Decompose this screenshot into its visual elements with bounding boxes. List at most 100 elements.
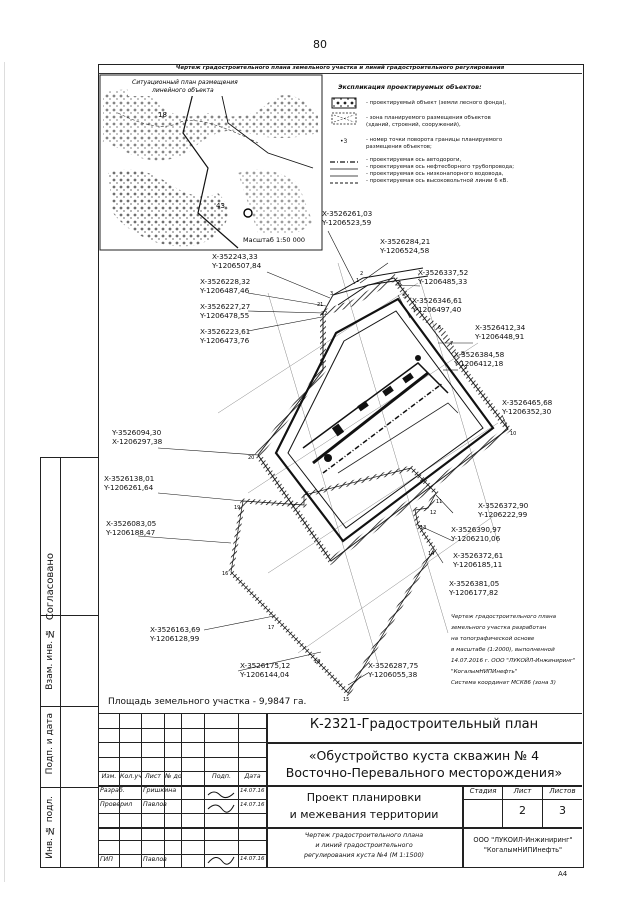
staff-role: Проверил <box>100 801 133 808</box>
legend-item-4: - проектируемая ось автодороги, <box>366 157 462 163</box>
legend-item-5: - проектируемая ось нефтесборного трубоп… <box>366 164 515 170</box>
sign-date-label: Подп. и дата <box>45 713 55 775</box>
inv-orig-label: Инв. № подл. <box>45 796 55 859</box>
col-header: Подп. <box>211 773 232 780</box>
point-number: 20 <box>248 455 254 461</box>
point-number: 16 <box>222 571 228 577</box>
inset-scale: Масштаб 1:50 000 <box>243 236 305 244</box>
point-number: 19 <box>234 505 240 511</box>
staff-role: Разраб. <box>100 787 125 794</box>
col-header: Лист <box>145 773 161 780</box>
drawing-line-1: Чертеж градостроительного плана <box>304 832 424 839</box>
point-number: 15 <box>343 697 349 703</box>
point-number: 14 <box>428 551 434 557</box>
section-line-1: Проект планировки <box>306 791 422 804</box>
legend-point-symbol: •3 <box>340 138 348 145</box>
staff-role: ГИП <box>100 856 113 863</box>
point-number: 21 <box>317 302 323 308</box>
sheet-title: Чертеж градостроительного плана земельно… <box>98 64 582 74</box>
project-line-2: Восточно-Перевального месторождения» <box>285 765 563 780</box>
drawing-line-2: и линий градостроительного <box>315 842 413 849</box>
side-stamp: Согласовано Взам. инв. № Подп. и дата Ин… <box>40 457 99 868</box>
point-number: 10 <box>510 431 516 437</box>
title-block: К-2321-Градостроительный план «Обустройс… <box>98 713 582 867</box>
drawing-frame <box>98 64 584 868</box>
point-number: 12 <box>430 510 436 516</box>
agreed-label: Согласовано <box>45 553 56 621</box>
inset-title-2: линейного объекта <box>151 87 214 94</box>
inset-label-43: 43 <box>216 202 225 210</box>
inv-replace-label: Взам. инв. № <box>45 628 55 690</box>
point-number: 18 <box>314 659 320 665</box>
legend-title: Экспликация проектируемых объектов: <box>338 84 482 91</box>
sheet-value: 2 <box>519 804 526 817</box>
sheet-header: Лист <box>513 787 532 795</box>
staff-date: 14.07.16 <box>240 788 265 794</box>
page-number: 80 <box>313 38 327 51</box>
staff-date: 14.07.16 <box>240 856 265 862</box>
document-code: К-2321-Градостроительный план <box>309 717 539 732</box>
paper-format: А4 <box>558 870 568 878</box>
point-number: 17 <box>268 625 274 631</box>
staff-name: Павлов <box>143 801 167 808</box>
point-number: 9 <box>464 365 467 371</box>
col-header: Изм. <box>101 773 117 780</box>
point-number: 13 <box>420 525 426 531</box>
point-number: 7 <box>450 341 453 347</box>
inset-title-1: Ситуационный план размещения <box>132 79 238 86</box>
point-number: 22 <box>321 311 327 317</box>
legend-item-6: - проектируемая ось низконапорного водов… <box>366 171 504 177</box>
organization-line-1: ООО "ЛУКОЙЛ-Инжиниринг" <box>473 836 573 844</box>
col-header: № док. <box>165 773 181 780</box>
point-number: 2 <box>360 271 363 277</box>
organization-line-2: "КогалымНИПИнефть" <box>483 846 563 854</box>
legend-item-7: - проектируемая ось высоковольтной линии… <box>366 178 509 184</box>
staff-name: Павлов <box>143 856 167 863</box>
site-plan-drawing: Ситуационный план размещения линейного о… <box>99 74 516 703</box>
point-number: 4 <box>398 281 401 287</box>
point-number: 1 <box>356 278 359 284</box>
inset-map: Ситуационный план размещения линейного о… <box>99 74 323 251</box>
inset-label-18: 18 <box>158 111 167 119</box>
point-number: 5 <box>403 294 406 300</box>
sheets-header: Листов <box>549 787 576 795</box>
staff-name: Гришкина <box>143 787 177 794</box>
col-header: Дата <box>244 773 261 780</box>
point-number: 6 <box>438 325 441 331</box>
legend-item-2: - зона планируемого размещения объектов(… <box>366 115 491 128</box>
sheets-value: 3 <box>559 804 566 817</box>
point-number: 3 <box>330 291 333 297</box>
point-number: 8 <box>461 351 464 357</box>
staff-date: 14.07.16 <box>240 802 265 808</box>
project-line-1: «Обустройство куста скважин № 4 <box>308 748 540 763</box>
stage-header: Стадия <box>469 787 497 795</box>
legend-item-3: - номер точки поворота границы планируем… <box>366 137 503 150</box>
area-text: Площадь земельного участка - 9,9847 га. <box>108 697 307 707</box>
signatures <box>207 791 235 865</box>
drawing-line-3: регулирования куста №4 (М 1:1500) <box>303 852 425 859</box>
point-number: 11 <box>436 499 442 505</box>
legend-item-1: - проектируемый объект (земли лесного фо… <box>366 100 507 106</box>
section-line-2: и межевания территории <box>289 808 439 821</box>
